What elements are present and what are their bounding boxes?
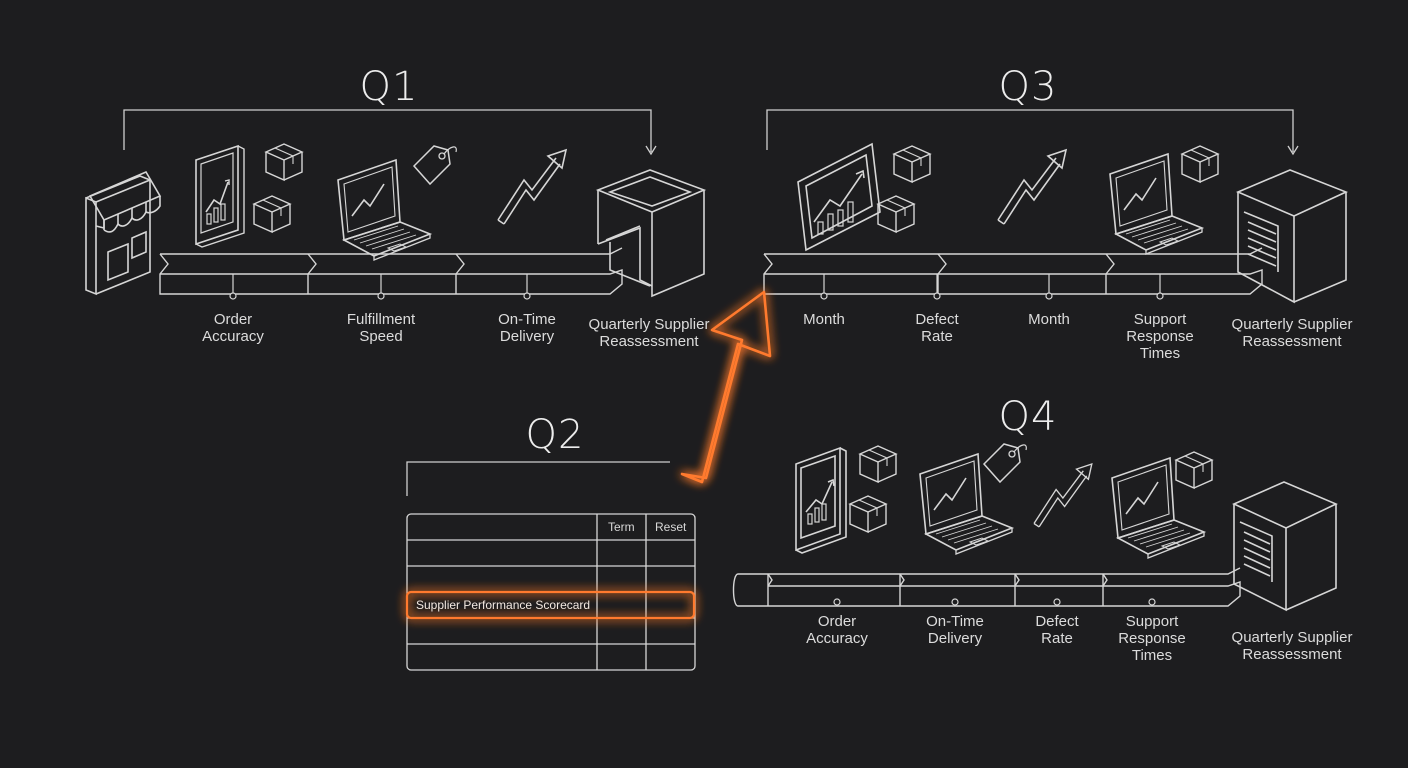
package-icon <box>893 145 931 183</box>
q3-section <box>763 109 1349 304</box>
q4-track <box>732 567 1241 607</box>
table-header-term: Term <box>608 520 635 534</box>
package-icon <box>1175 451 1213 489</box>
highlighted-row <box>405 590 696 620</box>
tablet-chart-icon <box>797 142 881 252</box>
q4-title: Q4 <box>998 394 1058 440</box>
laptop-chart-icon <box>919 453 1013 555</box>
trend-arrow-icon <box>1033 463 1093 528</box>
package-icon <box>253 195 291 233</box>
q1-title: Q1 <box>359 64 419 110</box>
tablet-chart-icon <box>195 145 245 248</box>
trend-arrow-icon <box>497 149 567 225</box>
warehouse-icon <box>1235 169 1349 304</box>
trend-arrow-icon <box>997 149 1067 225</box>
package-icon <box>1181 145 1219 183</box>
package-icon <box>265 143 303 181</box>
q4-section <box>732 443 1338 612</box>
q3-title: Q3 <box>998 64 1058 110</box>
q3-label-month-1: Month <box>803 311 845 328</box>
q3-label-month-2: Month <box>1028 311 1070 328</box>
warehouse-icon <box>1232 481 1338 612</box>
price-tag-icon <box>413 145 458 185</box>
q1-section <box>85 109 707 300</box>
price-tag-icon <box>983 443 1028 483</box>
tablet-chart-icon <box>795 446 847 554</box>
laptop-chart-icon <box>337 159 431 261</box>
storefront-icon <box>85 170 162 296</box>
q2-section <box>405 461 696 671</box>
q2-title: Q2 <box>525 412 585 458</box>
package-icon <box>849 495 887 533</box>
highlighted-row-label: Supplier Performance Scorecard <box>416 598 591 612</box>
q3-track <box>763 247 1263 295</box>
q1-track <box>159 247 623 295</box>
package-icon <box>877 195 915 233</box>
transition-arrow <box>680 290 772 484</box>
loading-dock-icon <box>595 169 707 298</box>
table-header-reset: Reset <box>655 520 687 534</box>
package-icon <box>859 445 897 483</box>
laptop-chart-icon <box>1109 153 1203 255</box>
laptop-chart-icon <box>1111 457 1205 559</box>
